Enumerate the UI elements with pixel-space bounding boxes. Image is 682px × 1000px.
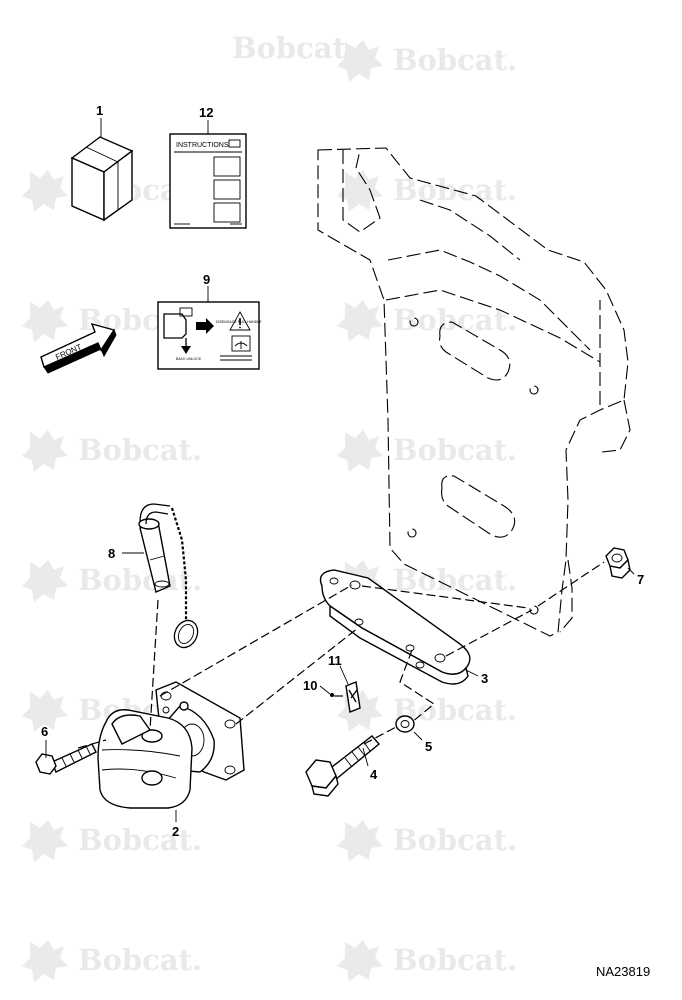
part-rivet xyxy=(330,693,334,697)
watermark: Bobcat. xyxy=(337,690,517,732)
watermark: Bobcat. xyxy=(337,170,517,212)
phantom-frame xyxy=(317,147,631,637)
callout-11: 11 xyxy=(328,653,342,668)
part-hitch-coupler xyxy=(97,681,245,809)
callout-6: 6 xyxy=(41,724,48,739)
part-lock-pin xyxy=(138,503,199,649)
callout-1: 1 xyxy=(96,103,103,118)
callout-2: 2 xyxy=(172,824,179,839)
callout-8: 8 xyxy=(108,546,115,561)
part-mounting-plate xyxy=(319,569,471,685)
part-label xyxy=(345,681,361,713)
watermark-text: Bobcat. xyxy=(78,823,202,857)
decal-text-2: BACK UNLOCK xyxy=(176,357,202,361)
watermark: Bobcat. xyxy=(22,560,202,602)
part-washer xyxy=(395,715,415,733)
watermark-text: Bobcat. xyxy=(78,433,202,467)
watermark-layer: Bobcat. Bobcat. Bobcat. Bobcat. Bobcat. Bobca… xyxy=(22,31,517,982)
watermark: Bobcat. xyxy=(337,430,517,472)
watermark: Bobcat. xyxy=(232,31,356,65)
watermark-text: Bobcat. xyxy=(393,43,517,77)
watermark-text: Bobcat. xyxy=(393,303,517,337)
watermark-text: Bobcat. xyxy=(393,823,517,857)
part-nut xyxy=(605,547,631,579)
watermark-text: Bobcat. xyxy=(78,943,202,977)
part-bolt xyxy=(305,735,381,797)
part-decal: DISENGAGE PULL HANDLE BACK UNLOCK xyxy=(157,301,262,370)
document-id: NA23819 xyxy=(596,964,650,979)
watermark: Bobcat. xyxy=(337,300,517,342)
callout-9: 9 xyxy=(203,272,210,287)
instructions-label: INSTRUCTIONS xyxy=(176,142,229,149)
front-direction-arrow: FRONT xyxy=(40,322,117,374)
watermark: Bobcat. xyxy=(22,430,202,472)
callout-layer: 1 2 3 4 5 6 7 8 9 10 11 12 xyxy=(41,103,644,839)
callout-5: 5 xyxy=(425,739,432,754)
watermark: Bobcat. xyxy=(337,940,517,982)
watermark-text: Bobcat. xyxy=(393,943,517,977)
callout-3: 3 xyxy=(481,671,488,686)
callout-4: 4 xyxy=(370,767,378,782)
callout-7: 7 xyxy=(637,572,644,587)
watermark: Bobcat. xyxy=(337,820,517,862)
watermark: Bobcat. xyxy=(22,820,202,862)
decal-text-1: DISENGAGE PULL HANDLE xyxy=(216,320,262,324)
part-box-kit xyxy=(70,136,134,222)
watermark-text: Bobcat. xyxy=(393,433,517,467)
alignment-lines xyxy=(77,561,605,749)
leader-lines xyxy=(45,118,635,822)
svg-text:Bobcat.: Bobcat. xyxy=(232,31,356,65)
part-instructions-sheet: INSTRUCTIONS xyxy=(169,133,247,229)
part-hitch-bolt xyxy=(35,743,97,775)
callout-10: 10 xyxy=(303,678,317,693)
watermark-text: Bobcat. xyxy=(78,563,202,597)
watermark: Bobcat. xyxy=(22,940,202,982)
watermark: Bobcat. xyxy=(337,40,517,82)
callout-12: 12 xyxy=(199,105,213,120)
